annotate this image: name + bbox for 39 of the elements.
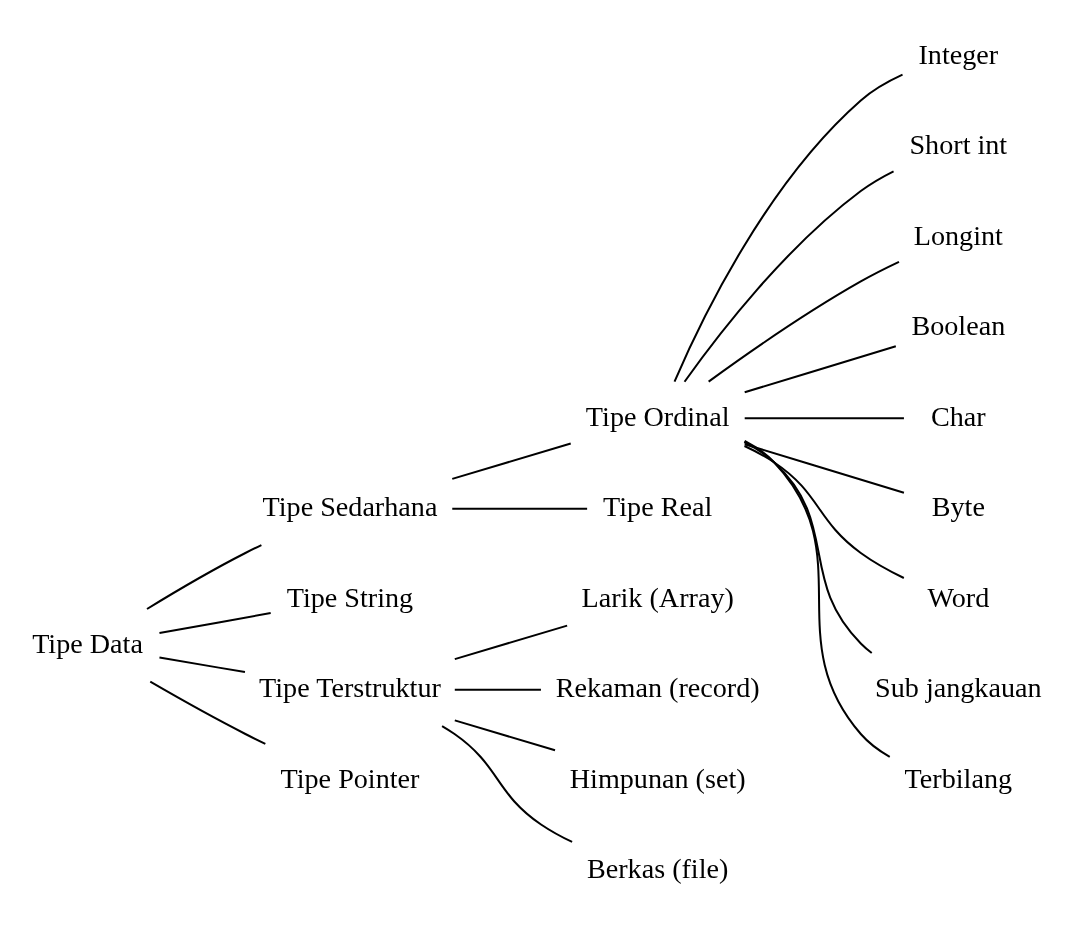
- connector: [683, 169, 894, 382]
- node-text: Berkas (file): [586, 852, 729, 884]
- node-text: Boolean: [911, 309, 1006, 341]
- node-text: Himpunan (set): [569, 762, 746, 794]
- node-text: Word: [927, 581, 990, 613]
- node-text: Longint: [913, 219, 1003, 251]
- node-text: Rekaman (record): [555, 671, 760, 703]
- connector: [441, 724, 573, 843]
- node-text: Tipe Sedarhana: [262, 490, 438, 522]
- connector: [454, 688, 541, 691]
- node-text: Integer: [918, 38, 999, 70]
- connector: [452, 507, 588, 510]
- connector: [451, 442, 571, 480]
- connector: [454, 718, 556, 751]
- connector: [149, 680, 266, 745]
- node-text: Tipe Ordinal: [585, 400, 730, 432]
- node-text: Tipe Pointer: [280, 762, 420, 794]
- connector: [744, 416, 904, 419]
- node-text: Tipe Terstruktur: [259, 671, 441, 703]
- node-text: Tipe String: [286, 581, 414, 613]
- node-text: Tipe Data: [32, 627, 143, 659]
- connector: [146, 543, 262, 610]
- connector: [159, 611, 271, 634]
- node-text: Char: [930, 400, 986, 432]
- node-text: Tipe Real: [603, 490, 713, 522]
- connector: [744, 344, 897, 393]
- connector: [743, 440, 873, 654]
- connector: [744, 439, 891, 758]
- connector: [673, 73, 903, 382]
- node-text: Sub jangkauan: [875, 671, 1042, 703]
- node-text: Terbilang: [904, 762, 1013, 794]
- node-text: Short int: [909, 128, 1008, 160]
- node-text: Larik (Array): [581, 581, 734, 613]
- connector: [159, 655, 246, 673]
- node-text: Byte: [931, 490, 985, 522]
- connector: [454, 624, 568, 660]
- connector: [744, 444, 905, 579]
- connector: [744, 442, 905, 494]
- connector: [708, 260, 900, 382]
